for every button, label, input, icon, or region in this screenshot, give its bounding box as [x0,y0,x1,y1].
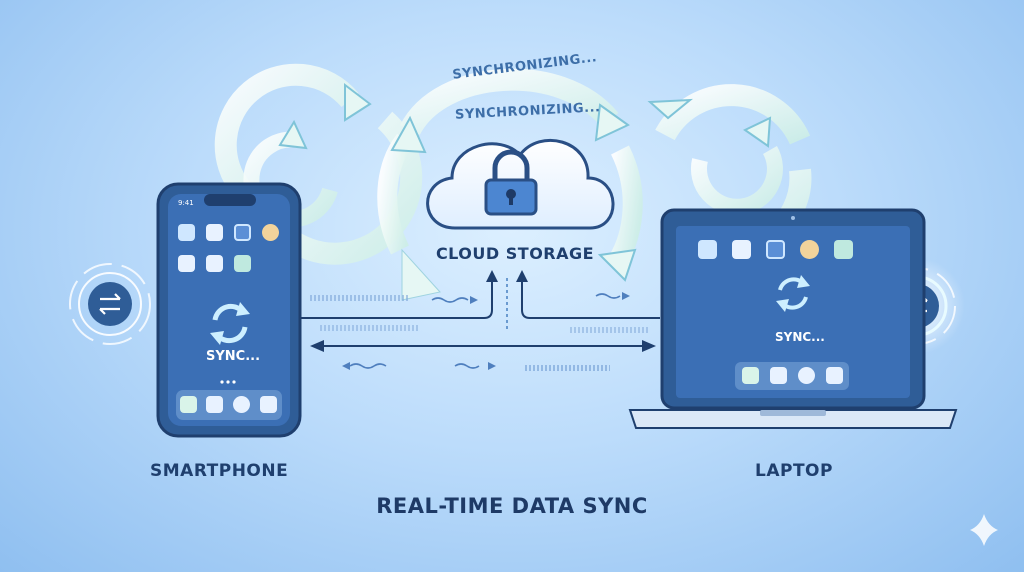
cloud-arc-arrows [377,68,643,301]
sparkle-icon [970,514,998,546]
dock-blank-icon [826,367,843,384]
app-mail-icon [178,255,195,272]
app-shield-icon [206,255,223,272]
dock-compass-icon [233,396,250,413]
app-blank-icon [234,255,251,272]
app-folder-icon [732,240,751,259]
sync-arrows-icon [210,302,250,345]
app-folder-icon [206,224,223,241]
data-flow-lines [300,270,660,352]
phone-status-time: 9:41 [178,199,194,207]
dock-compass-icon [798,367,815,384]
sync-arrows-icon [776,275,810,312]
app-chart-icon [800,240,819,259]
app-contacts-icon [178,224,195,241]
app-blank-icon [834,240,853,259]
dock-mail-icon [770,367,787,384]
app-chart-icon [262,224,279,241]
dock-mail-icon [206,396,223,413]
wave-arrows [342,292,630,370]
laptop-label: LAPTOP [755,461,833,481]
dock-phone-icon [180,396,197,413]
smartphone-label: SMARTPHONE [150,461,289,481]
laptop-device [628,208,958,429]
dock-phone-icon [742,367,759,384]
data-stream-dashes [310,295,650,371]
diagram-title: REAL-TIME DATA SYNC [376,494,648,518]
laptop-sync-status: SYNC... [775,330,825,344]
app-settings-icon [766,240,785,259]
app-settings-icon [234,224,251,241]
padlock-icon [484,149,538,216]
smartphone-device [156,182,302,438]
transfer-arrows-icon [69,263,151,345]
dock-blank-icon [260,396,277,413]
phone-sync-status: SYNC... [206,349,261,364]
cloud-storage-label: CLOUD STORAGE [435,244,595,263]
app-contacts-icon [698,240,717,259]
